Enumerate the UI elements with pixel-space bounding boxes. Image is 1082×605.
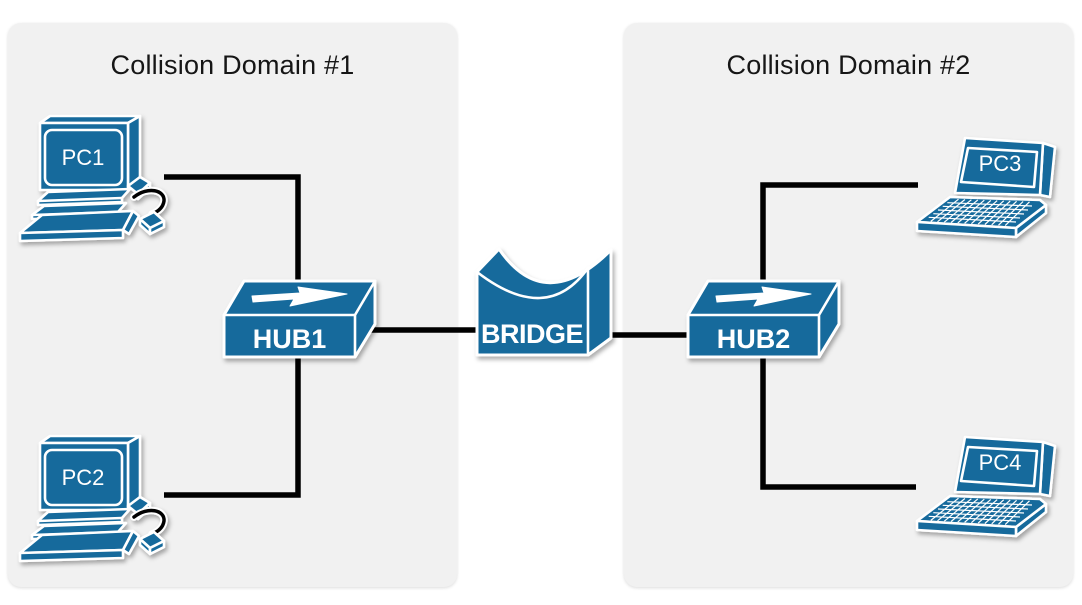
desktop-computer-icon	[20, 436, 164, 561]
link-pc1-hub1	[164, 174, 301, 292]
node-pc1: PC1	[20, 116, 164, 241]
node-pc2: PC2	[20, 436, 164, 561]
pc1-label: PC1	[62, 145, 105, 170]
link-pc2-hub1	[164, 350, 301, 498]
link-hub2-pc4	[760, 350, 916, 490]
collision-domain-1-title: Collision Domain #1	[110, 50, 355, 80]
pc4-label: PC4	[979, 450, 1022, 475]
node-bridge: BRIDGE	[475, 247, 613, 357]
pc2-label: PC2	[62, 465, 105, 490]
node-pc4: PC4	[915, 435, 1057, 538]
hub1-label: HUB1	[253, 324, 327, 354]
collision-domain-2-title: Collision Domain #2	[726, 50, 971, 80]
connection-lines	[164, 174, 918, 498]
desktop-computer-icon	[20, 116, 164, 241]
bridge-label: BRIDGE	[481, 319, 583, 349]
link-pc3-hub2	[760, 182, 918, 292]
hub2-label: HUB2	[717, 324, 791, 354]
node-pc3: PC3	[915, 136, 1057, 239]
node-hub1: HUB1	[222, 279, 377, 359]
pc3-label: PC3	[979, 151, 1022, 176]
node-hub2: HUB2	[686, 279, 841, 359]
